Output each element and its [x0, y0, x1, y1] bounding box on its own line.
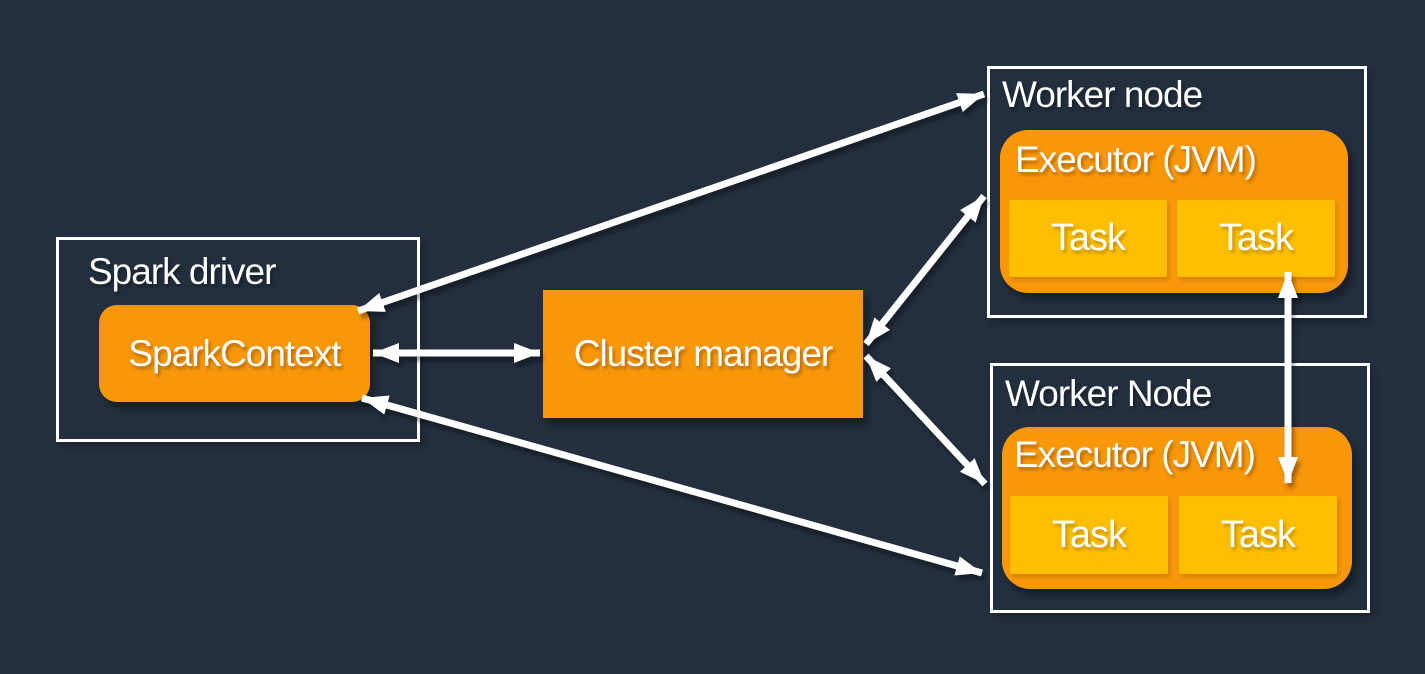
task-label: Task — [1218, 217, 1294, 259]
arrow-cluster-manager-to-worker-node-2-executor — [863, 353, 988, 487]
worker-node-1-executor-label: Executor (JVM) — [1015, 139, 1257, 180]
cluster-manager-label: Cluster manager — [573, 333, 834, 374]
worker-node-1-task-2: Task — [1177, 200, 1335, 277]
arrow-spark-context-to-worker-node-1 — [356, 90, 986, 315]
task-label: Task — [1220, 513, 1296, 556]
task-label: Task — [1050, 217, 1126, 259]
cluster-manager-node: Cluster manager — [543, 290, 863, 418]
worker-node-2-label: Worker Node — [1005, 373, 1212, 414]
worker-node-2-task-1: Task — [1010, 496, 1168, 574]
worker-node-1-label: Worker node — [1002, 74, 1203, 115]
spark-context-node: SparkContext — [99, 305, 370, 402]
spark-driver-label: Spark driver — [88, 251, 276, 292]
spark-driver-box: Spark driver — [56, 237, 420, 442]
worker-node-2-task-2: Task — [1179, 496, 1337, 574]
spark-context-label: SparkContext — [128, 332, 341, 374]
worker-node-2-executor-label: Executor (JVM) — [1014, 434, 1256, 475]
worker-node-1-box: Worker node — [987, 66, 1367, 318]
arrow-cluster-manager-to-worker-node-1-executor — [863, 193, 987, 347]
worker-node-1-task-1: Task — [1009, 200, 1167, 277]
worker-node-2-box: Worker Node — [990, 363, 1370, 613]
task-label: Task — [1051, 513, 1127, 556]
arrow-spark-context-to-worker-node-2 — [361, 394, 983, 577]
